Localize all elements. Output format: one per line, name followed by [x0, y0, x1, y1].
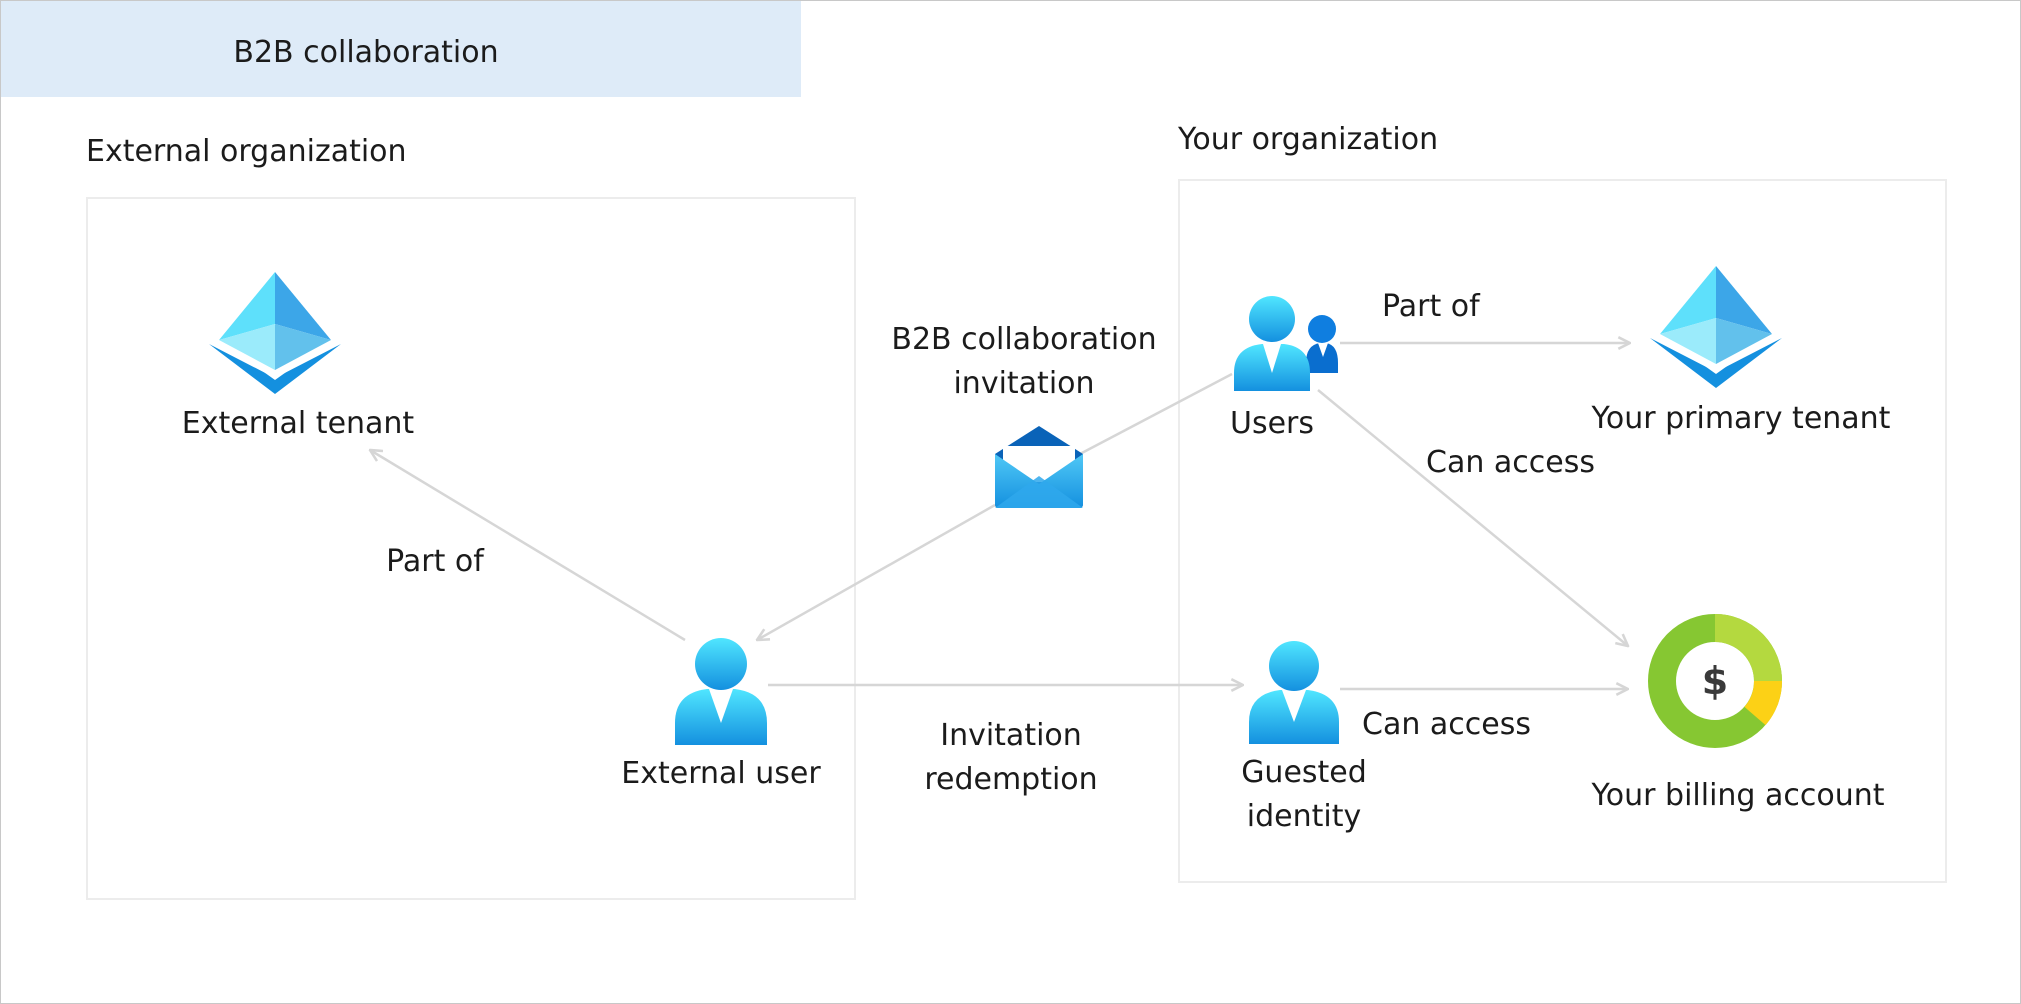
invitation-label-line2: invitation	[953, 366, 1095, 401]
billing-account-label: Your billing account	[1591, 778, 1885, 813]
header-banner: B2B collaboration	[1, 1, 801, 97]
external-organization-title: External organization	[86, 134, 407, 169]
external-user-label: External user	[621, 756, 821, 791]
invitation-label-line1: B2B collaboration	[891, 322, 1157, 357]
users-part-of-label: Part of	[1382, 289, 1480, 324]
external-tenant-icon	[209, 272, 341, 394]
users-icon	[1234, 296, 1338, 391]
users-to-invitation-line	[1077, 372, 1233, 457]
invitation-to-external-user-arrow	[757, 503, 996, 640]
primary-tenant-icon	[1650, 266, 1782, 388]
guested-identity-label-line2: identity	[1246, 799, 1362, 834]
external-tenant-label: External tenant	[181, 406, 415, 441]
guest-can-access-label: Can access	[1362, 707, 1531, 742]
external-user-to-tenant-arrow	[370, 450, 686, 642]
billing-account-icon: $	[1648, 614, 1783, 748]
external-part-of-label: Part of	[386, 544, 484, 579]
guested-identity-label-line1: Guested	[1241, 755, 1367, 790]
your-organization-box	[1178, 179, 1947, 883]
redemption-label-line2: redemption	[924, 762, 1098, 797]
users-label: Users	[1229, 406, 1314, 441]
users-to-billing-arrow	[1317, 389, 1628, 646]
billing-dollar-symbol: $	[1702, 659, 1728, 703]
primary-tenant-label: Your primary tenant	[1591, 401, 1891, 436]
header-title: B2B collaboration	[233, 35, 499, 70]
guested-identity-icon	[1249, 641, 1339, 744]
invitation-envelope-icon	[995, 426, 1083, 508]
external-organization-box	[86, 197, 856, 900]
your-organization-title: Your organization	[1178, 122, 1439, 157]
users-can-access-label: Can access	[1426, 445, 1595, 480]
redemption-label-line1: Invitation	[940, 718, 1082, 753]
external-user-icon	[675, 638, 767, 745]
